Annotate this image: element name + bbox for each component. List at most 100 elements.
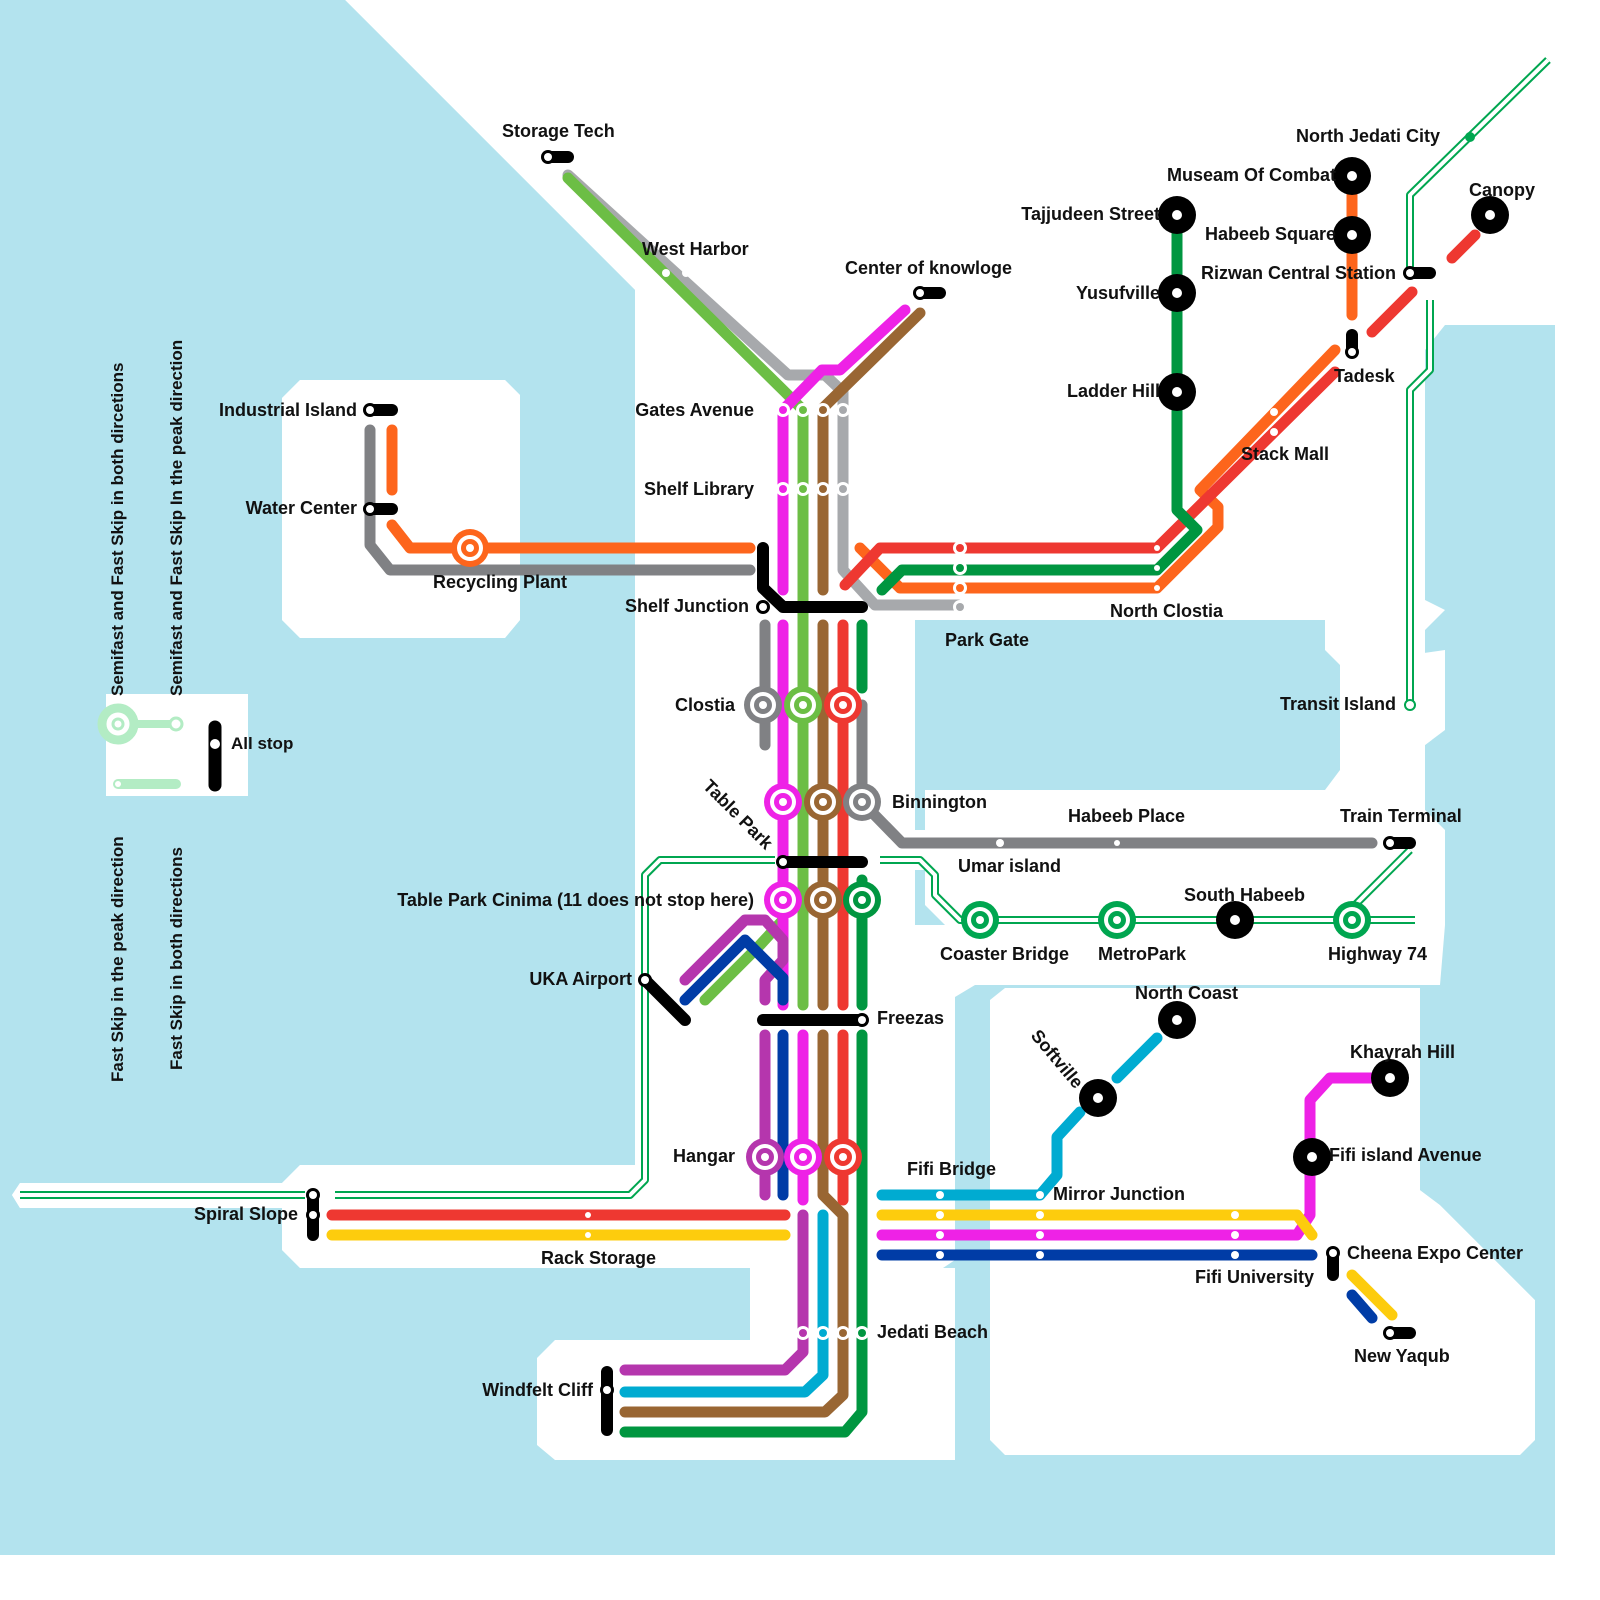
station-label-yusufville[interactable]: Yusufville <box>1076 283 1160 303</box>
line-navy-yaqub <box>1346 1289 1378 1324</box>
stop-recycling-plant <box>451 529 489 567</box>
stop-jedati-beach-3 <box>855 1326 869 1340</box>
water-south <box>555 1460 1555 1555</box>
stop-new-yaqub <box>1383 1326 1397 1340</box>
stop-yusufville <box>1158 274 1196 312</box>
stop-binnington-magenta <box>764 783 802 821</box>
legend-all-stop-icon <box>208 720 222 792</box>
stop-jedati-beach-0 <box>796 1326 810 1340</box>
legend-fastskip-both-label: Fast Skip in both directions <box>167 847 186 1070</box>
legend-fastskip-icon <box>113 779 181 789</box>
stop-clostia-lime <box>784 686 822 724</box>
stop-water-center <box>363 502 377 516</box>
station-label-umar-island[interactable]: Umar island <box>958 856 1061 876</box>
station-label-shelf-junction[interactable]: Shelf Junction <box>625 596 749 616</box>
station-label-clostia[interactable]: Clostia <box>675 695 736 715</box>
station-label-south-habeeb[interactable]: South Habeeb <box>1184 885 1305 905</box>
station-label-windfelt-cliff[interactable]: Windfelt Cliff <box>482 1380 594 1400</box>
station-label-coaster-bridge[interactable]: Coaster Bridge <box>940 944 1069 964</box>
station-label-habeeb-place[interactable]: Habeeb Place <box>1068 806 1185 826</box>
station-label-west-harbor[interactable]: West Harbor <box>642 239 749 259</box>
station-label-ladder-hill[interactable]: Ladder Hill <box>1067 381 1160 401</box>
express-loop-west-inner <box>335 858 775 1197</box>
station-label-north-clostia[interactable]: North Clostia <box>1110 601 1224 621</box>
station-label-transit-island[interactable]: Transit Island <box>1280 694 1396 714</box>
stop-gates-avenue-1 <box>796 403 810 417</box>
station-label-water-center[interactable]: Water Center <box>246 498 357 518</box>
stop-softville <box>1079 1079 1117 1117</box>
station-label-museam-of-combat[interactable]: Museam Of Combat <box>1167 165 1336 185</box>
line-purple-branch <box>679 914 789 1006</box>
stop-fifi-5 <box>1036 1211 1044 1219</box>
station-label-cheena-expo-center[interactable]: Cheena Expo Center <box>1347 1243 1523 1263</box>
station-label-gates-avenue[interactable]: Gates Avenue <box>635 400 754 420</box>
station-label-freezas[interactable]: Freezas <box>877 1008 944 1028</box>
station-label-uka-airport[interactable]: UKA Airport <box>529 969 632 989</box>
station-label-metropark[interactable]: MetroPark <box>1098 944 1187 964</box>
station-label-storage-tech[interactable]: Storage Tech <box>502 121 615 141</box>
station-label-jedati-beach[interactable]: Jedati Beach <box>877 1322 988 1342</box>
stop-gates-avenue-0 <box>776 403 790 417</box>
stop-clostia-grey <box>744 686 782 724</box>
transit-island <box>1340 650 1425 770</box>
station-label-canopy[interactable]: Canopy <box>1469 180 1535 200</box>
stop-rack-storage-yellow <box>585 1232 591 1238</box>
stop-canopy <box>1471 196 1509 234</box>
stop-park-gate-red <box>953 541 967 555</box>
stop-fifi-10 <box>1231 1251 1239 1259</box>
stop-fifi-0 <box>936 1191 944 1199</box>
station-label-habeeb-square[interactable]: Habeeb Square <box>1205 224 1336 244</box>
stop-museam <box>1333 157 1371 195</box>
stop-metropark <box>1098 901 1136 939</box>
stop-tajjudeen <box>1158 196 1196 234</box>
station-label-spiral-slope[interactable]: Spiral Slope <box>194 1204 298 1224</box>
stop-highway-74 <box>1333 901 1371 939</box>
express-north-b-inner <box>1408 58 1550 270</box>
station-label-khayrah-hill[interactable]: Khayrah Hill <box>1350 1042 1455 1062</box>
station-label-fifi-island-avenue[interactable]: Fifi island Avenue <box>1329 1145 1482 1165</box>
water-inlet-4 <box>990 985 1420 988</box>
station-label-new-yaqub[interactable]: New Yaqub <box>1354 1346 1450 1366</box>
station-label-shelf-library[interactable]: Shelf Library <box>644 479 754 499</box>
station-label-north-jedati-city[interactable]: North Jedati City <box>1296 126 1440 146</box>
station-label-rack-storage[interactable]: Rack Storage <box>541 1248 656 1268</box>
stop-clostia-red <box>824 686 862 724</box>
stop-stack-mall-orange <box>1270 408 1278 416</box>
station-label-train-terminal[interactable]: Train Terminal <box>1340 806 1462 826</box>
station-label-north-coast[interactable]: North Coast <box>1135 983 1238 1003</box>
station-label-table-park-cinima[interactable]: Table Park Cinima (11 does not stop here… <box>397 890 754 910</box>
station-label-binnington[interactable]: Binnington <box>892 792 987 812</box>
stop-jedati-beach-1 <box>816 1326 830 1340</box>
station-label-recycling-plant[interactable]: Recycling Plant <box>433 572 567 592</box>
station-label-fifi-bridge[interactable]: Fifi Bridge <box>907 1159 996 1179</box>
station-label-highway-74[interactable]: Highway 74 <box>1328 944 1427 964</box>
station-label-stack-mall[interactable]: Stack Mall <box>1241 444 1329 464</box>
station-label-tadesk[interactable]: Tadesk <box>1334 366 1396 386</box>
water-west-mid <box>0 380 635 1183</box>
land-3 <box>915 870 1445 1000</box>
stop-industrial-island <box>363 403 377 417</box>
station-label-park-gate[interactable]: Park Gate <box>945 630 1029 650</box>
express-stop-transit-island <box>1404 699 1416 711</box>
stop-gates-avenue-3 <box>836 403 850 417</box>
station-label-fifi-university[interactable]: Fifi University <box>1195 1267 1314 1287</box>
stop-habeeb-place <box>1114 840 1120 846</box>
station-label-tajjudeen-street[interactable]: Tajjudeen Street <box>1021 204 1160 224</box>
legend-all-stop-label: All stop <box>231 734 293 753</box>
stop-fifi-island-avenue <box>1293 1138 1331 1176</box>
stop-cinima-green <box>843 881 881 919</box>
stop-storage-tech <box>541 150 555 164</box>
station-label-center-of-knowloge[interactable]: Center of knowloge <box>845 258 1012 278</box>
station-label-rizwan-central[interactable]: Rizwan Central Station <box>1201 263 1396 283</box>
line-orange-west <box>386 519 756 554</box>
stop-west-harbor-lime <box>662 269 670 277</box>
stop-rack-storage-red <box>585 1212 591 1218</box>
line-red-rizwan <box>1366 286 1418 338</box>
line-green-south <box>619 1029 868 1438</box>
stop-freezas <box>855 1013 869 1027</box>
station-label-industrial-island[interactable]: Industrial Island <box>219 400 357 420</box>
station-label-hangar[interactable]: Hangar <box>673 1146 735 1166</box>
station-label-mirror-junction[interactable]: Mirror Junction <box>1053 1184 1185 1204</box>
water-inlet-1 <box>915 620 1340 830</box>
stop-tadesk <box>1345 345 1359 359</box>
